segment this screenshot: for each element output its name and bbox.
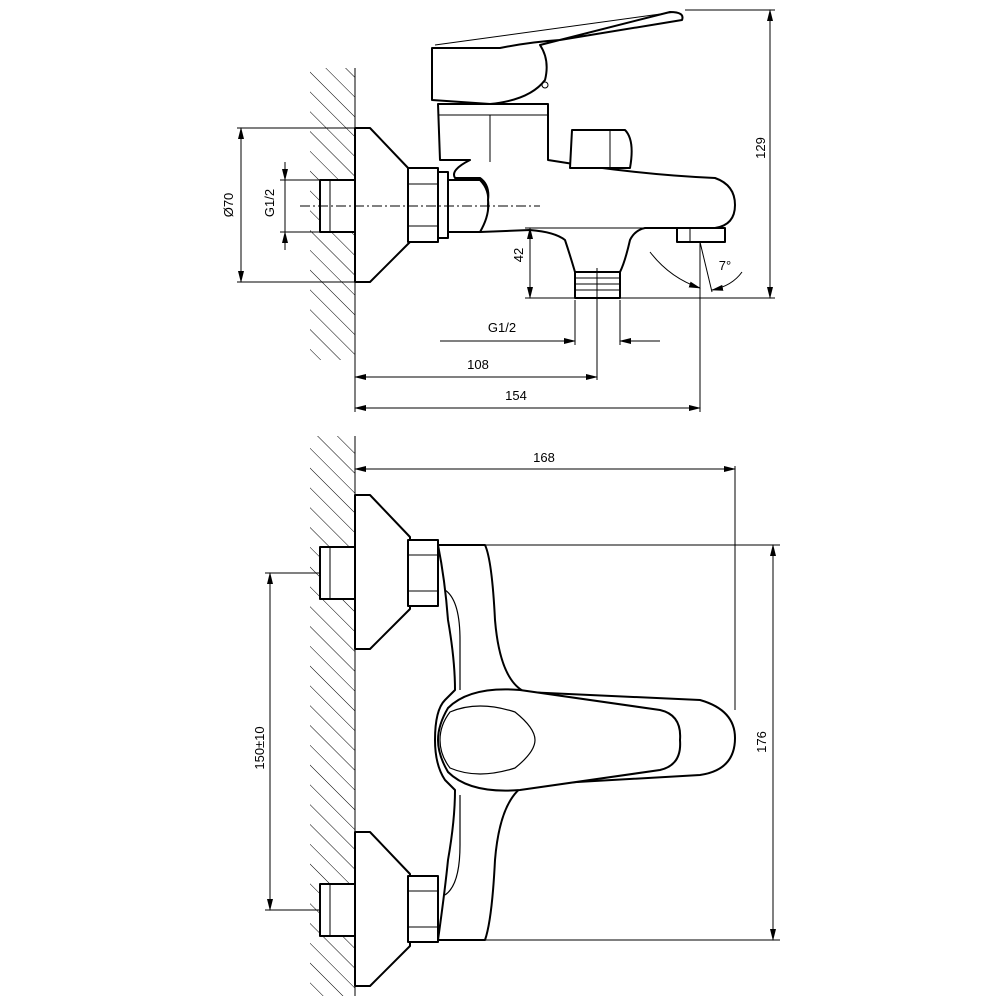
dim-150: 150±10 <box>252 572 273 911</box>
dim-129: 129 <box>753 9 773 299</box>
dim-angle: 7° <box>649 241 743 293</box>
dim-g12-bottom: G1/2 <box>440 320 660 344</box>
dim-d70-label: Ø70 <box>221 193 236 218</box>
dim-angle-label: 7° <box>719 258 731 273</box>
dim-176-label: 176 <box>754 731 769 753</box>
dim-176: 176 <box>754 544 776 941</box>
inlet-upper <box>319 494 439 650</box>
dim-108-label: 108 <box>467 357 489 372</box>
dim-108: 108 <box>354 357 598 380</box>
dim-g12-left-label: G1/2 <box>262 189 277 217</box>
side-view: Ø70 G1/2 42 129 7° G <box>221 9 775 412</box>
dim-g12-bottom-label: G1/2 <box>488 320 516 335</box>
dim-diameter-70: Ø70 <box>221 127 244 283</box>
dim-150-label: 150±10 <box>252 726 267 769</box>
dim-168-label: 168 <box>533 450 555 465</box>
aerator <box>676 227 726 243</box>
lever-handle <box>431 11 684 105</box>
union-nut <box>407 167 449 243</box>
dim-g12-left: G1/2 <box>262 162 288 250</box>
dim-129-label: 129 <box>753 137 768 159</box>
lever-plan <box>437 688 682 792</box>
plan-view: 168 176 150±10 <box>252 436 780 996</box>
mixer-body <box>437 103 736 273</box>
dim-154-label: 154 <box>505 388 527 403</box>
inlet-lower <box>319 831 439 987</box>
escutcheon <box>354 127 411 283</box>
dim-42: 42 <box>511 227 533 299</box>
dim-154: 154 <box>354 388 701 411</box>
dim-42-label: 42 <box>511 248 526 262</box>
dim-168: 168 <box>354 450 736 472</box>
diverter-knob <box>569 129 633 169</box>
